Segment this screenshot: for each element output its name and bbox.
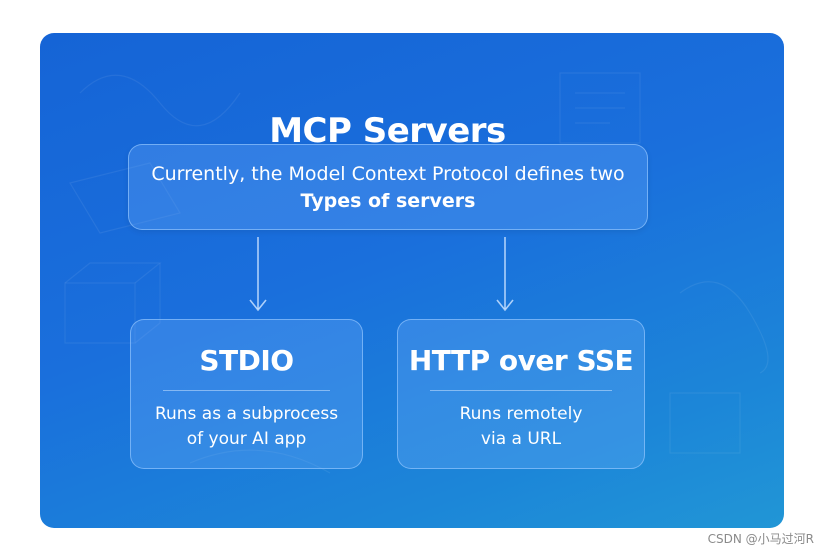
- http-sse-box: HTTP over SSE Runs remotely via a URL: [397, 319, 645, 469]
- arrow-down-right: [496, 237, 514, 312]
- arrow-down-left: [249, 237, 267, 312]
- stdio-desc-line-2: of your AI app: [186, 429, 307, 449]
- diagram-card: MCP Servers Currently, the Model Context…: [40, 33, 784, 528]
- intro-line-2: Types of servers: [300, 190, 476, 212]
- background-decoration: [64, 72, 769, 474]
- stdio-box: STDIO Runs as a subprocess of your AI ap…: [130, 319, 363, 469]
- intro-line-1: Currently, the Model Context Protocol de…: [151, 163, 625, 185]
- http-sse-title: HTTP over SSE: [408, 344, 634, 377]
- intro-box: Currently, the Model Context Protocol de…: [128, 144, 648, 230]
- divider: [163, 390, 330, 391]
- http-desc-line-2: via a URL: [480, 429, 562, 449]
- watermark: CSDN @小马过河R: [707, 532, 814, 546]
- stdio-title: STDIO: [199, 344, 294, 377]
- http-desc-line-1: Runs remotely: [459, 404, 583, 424]
- http-sse-description: Runs remotely via a URL: [398, 402, 644, 452]
- divider: [430, 390, 612, 391]
- stdio-description: Runs as a subprocess of your AI app: [131, 402, 362, 452]
- stdio-desc-line-1: Runs as a subprocess: [154, 404, 339, 424]
